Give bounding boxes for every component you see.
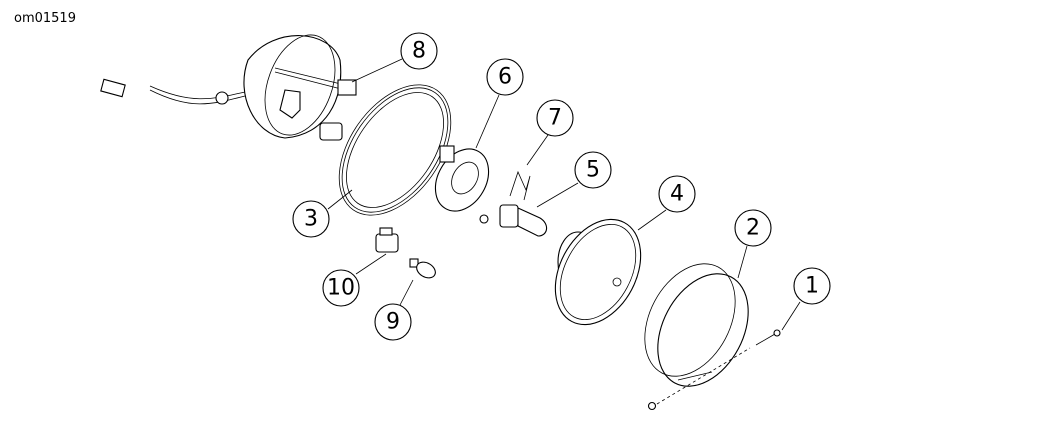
gasket-ring bbox=[338, 84, 452, 216]
figure-id: om01519 bbox=[14, 11, 76, 26]
spring-clip bbox=[509, 170, 531, 201]
sidelamp-bulb bbox=[409, 258, 436, 279]
callout-1: 1 bbox=[793, 267, 831, 305]
halogen-bulb bbox=[479, 204, 548, 237]
svg-text:4: 4 bbox=[670, 182, 684, 207]
sidelamp-holder bbox=[375, 227, 399, 253]
callout-9: 9 bbox=[374, 303, 412, 341]
callout-2: 2 bbox=[734, 209, 772, 247]
callout-8: 8 bbox=[400, 32, 438, 70]
callout-6: 6 bbox=[486, 58, 524, 96]
screw bbox=[647, 329, 781, 411]
svg-text:9: 9 bbox=[386, 310, 400, 335]
svg-text:5: 5 bbox=[586, 158, 600, 183]
callout-5: 5 bbox=[574, 151, 612, 189]
callout-3: 3 bbox=[292, 200, 330, 238]
svg-text:6: 6 bbox=[498, 65, 512, 90]
headlamp-shell bbox=[100, 34, 357, 141]
bulb-holder bbox=[434, 145, 490, 212]
leader-lines bbox=[327, 58, 801, 331]
callout-4: 4 bbox=[658, 175, 696, 213]
svg-text:2: 2 bbox=[746, 216, 760, 241]
svg-text:1: 1 bbox=[805, 274, 819, 299]
callout-10: 10 bbox=[322, 269, 360, 307]
callout-7: 7 bbox=[536, 99, 574, 137]
lamp-unit bbox=[554, 218, 642, 326]
svg-text:10: 10 bbox=[327, 276, 355, 301]
svg-text:8: 8 bbox=[412, 39, 426, 64]
svg-text:3: 3 bbox=[304, 207, 318, 232]
svg-text:7: 7 bbox=[548, 106, 562, 131]
trim-ring bbox=[644, 263, 749, 387]
